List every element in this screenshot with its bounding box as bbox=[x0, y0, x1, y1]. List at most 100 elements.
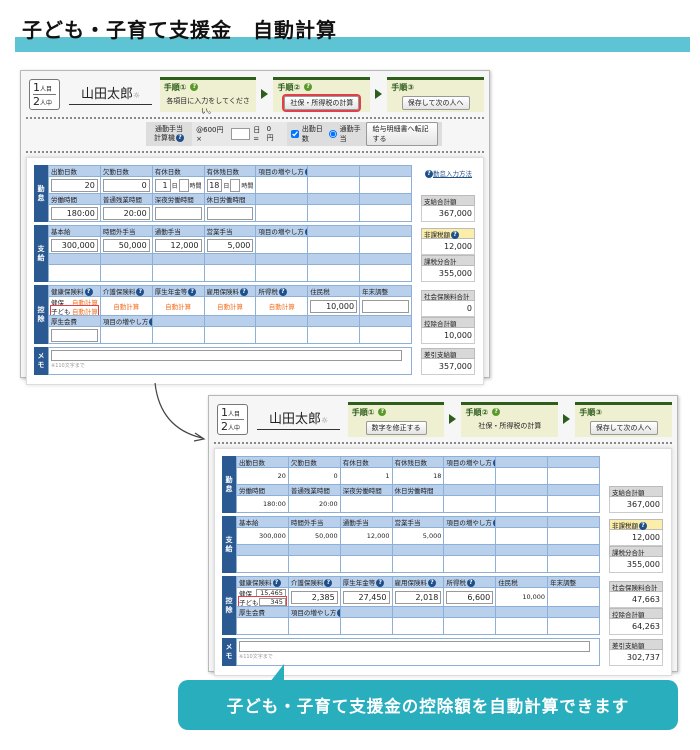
value-input[interactable]: 5,000 bbox=[206, 238, 254, 252]
value-input[interactable] bbox=[206, 206, 254, 220]
value-cell: 5,000 bbox=[391, 527, 445, 545]
empty-cell bbox=[307, 176, 361, 194]
column-header: 休日労働時間 bbox=[203, 193, 257, 205]
page-title: 子ども・子育て支援金 自動計算 bbox=[22, 18, 337, 42]
a-input[interactable]: 15,465 bbox=[255, 588, 286, 597]
help-icon[interactable]: ? bbox=[428, 579, 437, 587]
value-input[interactable]: 10,000 bbox=[310, 299, 358, 313]
help-icon[interactable]: ? bbox=[466, 579, 475, 587]
help-icon[interactable]: ? bbox=[492, 459, 495, 467]
days-input[interactable]: 1 bbox=[154, 178, 171, 192]
empty-cell bbox=[339, 495, 393, 513]
step-title: 手順① bbox=[351, 407, 375, 417]
value-input[interactable]: 180:00 bbox=[51, 206, 98, 220]
help-icon[interactable]: ? bbox=[304, 83, 313, 91]
help-icon[interactable]: ? bbox=[639, 522, 647, 530]
memo-input[interactable] bbox=[51, 350, 402, 361]
transfer-to-payslip-button[interactable]: 給与明細書へ転記する bbox=[366, 122, 439, 146]
help-icon[interactable]: ? bbox=[149, 318, 152, 326]
attendance-help-link[interactable]: ?勤怠入力方法 bbox=[421, 168, 475, 178]
help-icon[interactable]: ? bbox=[136, 288, 145, 296]
value-input[interactable]: 0 bbox=[102, 178, 150, 192]
help-icon[interactable]: ? bbox=[492, 519, 495, 527]
hours-input[interactable] bbox=[230, 178, 241, 192]
commute-result: 0 円 bbox=[266, 125, 274, 142]
help-icon[interactable]: ? bbox=[240, 288, 249, 296]
column-header bbox=[495, 606, 549, 618]
value-input[interactable]: 20:00 bbox=[102, 206, 150, 220]
value-input[interactable] bbox=[362, 299, 409, 313]
step-3-button[interactable]: 保存して次の人へ bbox=[401, 95, 470, 110]
value-input[interactable]: 300,000 bbox=[51, 238, 98, 252]
auto-calc-cell: 自動計算 bbox=[255, 296, 309, 316]
column-header bbox=[359, 193, 412, 205]
summary-value: 47,663 bbox=[609, 592, 663, 608]
help-icon[interactable]: ? bbox=[176, 134, 185, 142]
settings-icon[interactable]: ☼ bbox=[320, 416, 329, 425]
value-input[interactable]: 2,385 bbox=[290, 590, 338, 604]
settings-icon[interactable]: ☼ bbox=[132, 91, 141, 100]
b-input[interactable]: 345 bbox=[258, 597, 286, 606]
value-input[interactable] bbox=[51, 328, 98, 342]
value-cell: 18 bbox=[391, 467, 445, 485]
days-input[interactable]: 18 bbox=[206, 178, 223, 192]
help-icon[interactable]: ? bbox=[304, 168, 307, 176]
help-icon[interactable]: ? bbox=[278, 288, 287, 296]
help-icon[interactable]: ? bbox=[190, 83, 199, 91]
value-input[interactable] bbox=[154, 206, 202, 220]
summary-value: 64,263 bbox=[609, 619, 663, 635]
divider bbox=[26, 117, 484, 119]
help-icon[interactable]: ? bbox=[451, 231, 459, 239]
value-input[interactable]: 50,000 bbox=[102, 238, 150, 252]
value-input[interactable]: 12,000 bbox=[154, 238, 202, 252]
step-2-button[interactable]: 社保・所得税の計算 bbox=[282, 93, 362, 112]
section-label: メモ bbox=[34, 347, 48, 375]
summary-label: 支給合計額 bbox=[421, 195, 475, 206]
help-icon[interactable]: ? bbox=[337, 609, 340, 617]
value-input[interactable]: 20 bbox=[51, 178, 98, 192]
empty-cell bbox=[547, 527, 600, 545]
commute-radio[interactable] bbox=[328, 130, 337, 138]
hours-input[interactable] bbox=[178, 178, 189, 192]
help-icon[interactable]: ? bbox=[188, 288, 197, 296]
empty-cell bbox=[203, 326, 257, 344]
value-input[interactable]: 6,600 bbox=[446, 590, 494, 604]
memo-input[interactable] bbox=[239, 641, 590, 652]
value-cell bbox=[359, 296, 412, 316]
empty-cell bbox=[495, 495, 549, 513]
column-header: 有休日数 bbox=[339, 456, 393, 468]
help-icon[interactable]: ? bbox=[425, 170, 433, 178]
attendance-checkbox[interactable] bbox=[290, 130, 299, 138]
step-arrow-icon bbox=[375, 89, 383, 99]
column-header-text: 年末調整 bbox=[550, 579, 577, 587]
column-header-text: 項目の増やし方 bbox=[102, 318, 149, 326]
help-icon[interactable]: ? bbox=[492, 408, 501, 416]
summary-label: 控除合計額 bbox=[421, 317, 475, 328]
section-label: 支給 bbox=[222, 516, 236, 573]
step-3-button[interactable]: 保存して次の人へ bbox=[589, 420, 658, 435]
value-cell: 1 bbox=[339, 467, 393, 485]
help-icon[interactable]: ? bbox=[272, 579, 281, 587]
commute-days-input[interactable] bbox=[230, 128, 251, 140]
section-label: 勤怠 bbox=[222, 456, 236, 513]
step-1-button[interactable]: 数字を修正する bbox=[365, 420, 427, 435]
help-icon[interactable]: ? bbox=[378, 408, 387, 416]
hours-unit: 時間 bbox=[189, 182, 202, 190]
help-icon[interactable]: ? bbox=[376, 579, 385, 587]
value-input[interactable]: 2,018 bbox=[394, 590, 442, 604]
empty-cell bbox=[359, 176, 412, 194]
help-icon[interactable]: ? bbox=[304, 228, 307, 236]
value-cell: 5,000 bbox=[203, 236, 257, 254]
value-input[interactable]: 27,450 bbox=[342, 590, 390, 604]
help-icon[interactable]: ? bbox=[84, 288, 93, 296]
summary-value: 12,000 bbox=[609, 530, 663, 546]
column-header-text: 出勤日数 bbox=[51, 168, 77, 176]
empty-cell bbox=[255, 176, 309, 194]
help-icon[interactable]: ? bbox=[324, 579, 333, 587]
column-header-text: 普通残業時間 bbox=[102, 196, 142, 204]
